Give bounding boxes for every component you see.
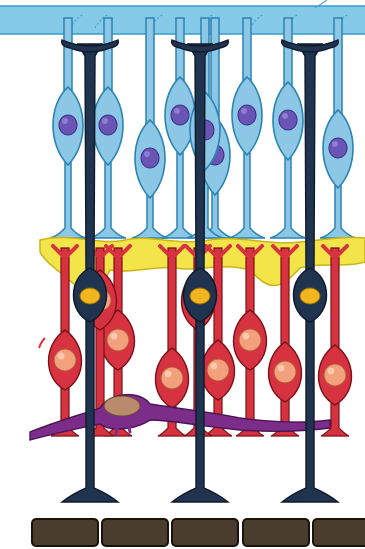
receptor-dendrite — [146, 18, 154, 128]
bipolar-nucleus — [190, 288, 210, 304]
red-cell-process — [281, 248, 289, 350]
receptor-nucleus — [99, 115, 117, 135]
receptor-nucleus — [59, 115, 77, 135]
red-cell-nucleus-highlight — [165, 371, 172, 378]
receptor-nucleus-highlight — [62, 118, 68, 124]
receptor-dendrite — [104, 18, 112, 95]
receptor-nucleus — [171, 105, 189, 125]
red-cell-nucleus-highlight — [111, 333, 118, 340]
red-cell-nucleus — [274, 361, 296, 383]
red-cell-nucleus — [161, 367, 183, 389]
receptor-axon — [50, 155, 86, 238]
receptor-dendrite — [284, 18, 292, 90]
receptor-nucleus — [329, 138, 347, 158]
receptor-axon — [270, 150, 306, 238]
receptor-dendrite — [176, 18, 184, 85]
red-cell-process — [168, 248, 176, 356]
basement-block — [172, 519, 238, 546]
red-cell-nucleus — [107, 329, 129, 351]
basement-block — [243, 519, 309, 546]
receptor-nucleus-highlight — [241, 108, 247, 114]
receptor-nucleus — [279, 110, 297, 130]
receptor-nucleus — [141, 148, 159, 168]
red-cell-nucleus-highlight — [328, 368, 335, 375]
receptor-nucleus-highlight — [174, 108, 180, 114]
red-cell-nucleus — [324, 364, 346, 386]
receptor-nucleus-highlight — [282, 113, 288, 119]
receptor-nucleus-highlight — [332, 141, 338, 147]
red-fragment — [39, 338, 45, 348]
red-cell-process — [331, 248, 339, 353]
red-cell-nucleus-highlight — [278, 365, 285, 372]
red-cell-nucleus-highlight — [58, 353, 65, 360]
bipolar-nucleus — [300, 288, 320, 304]
red-cell-nucleus-highlight — [211, 363, 218, 370]
red-cell-nucleus — [239, 329, 261, 351]
receptor-dendrite — [334, 18, 342, 118]
purple-cell-nucleus — [104, 396, 140, 416]
bipolar-nucleus — [80, 288, 100, 304]
basement-block — [32, 519, 98, 546]
receptor-axon — [229, 145, 265, 238]
receptor-dendrite — [64, 18, 72, 95]
basement-layer — [32, 519, 365, 546]
receptor-nucleus — [238, 105, 256, 125]
receptor-nucleus-highlight — [102, 118, 108, 124]
receptor-dendrite — [243, 18, 251, 85]
receptor-nucleus-highlight — [144, 151, 150, 157]
basement-block — [102, 519, 168, 546]
red-cell-nucleus — [54, 349, 76, 371]
receptor-axon — [162, 145, 198, 238]
receptor-axon — [90, 155, 126, 238]
red-cell-process — [61, 248, 69, 338]
red-cell-nucleus-highlight — [243, 333, 250, 340]
basement-block — [313, 519, 365, 546]
red-cell-nucleus — [207, 359, 229, 381]
